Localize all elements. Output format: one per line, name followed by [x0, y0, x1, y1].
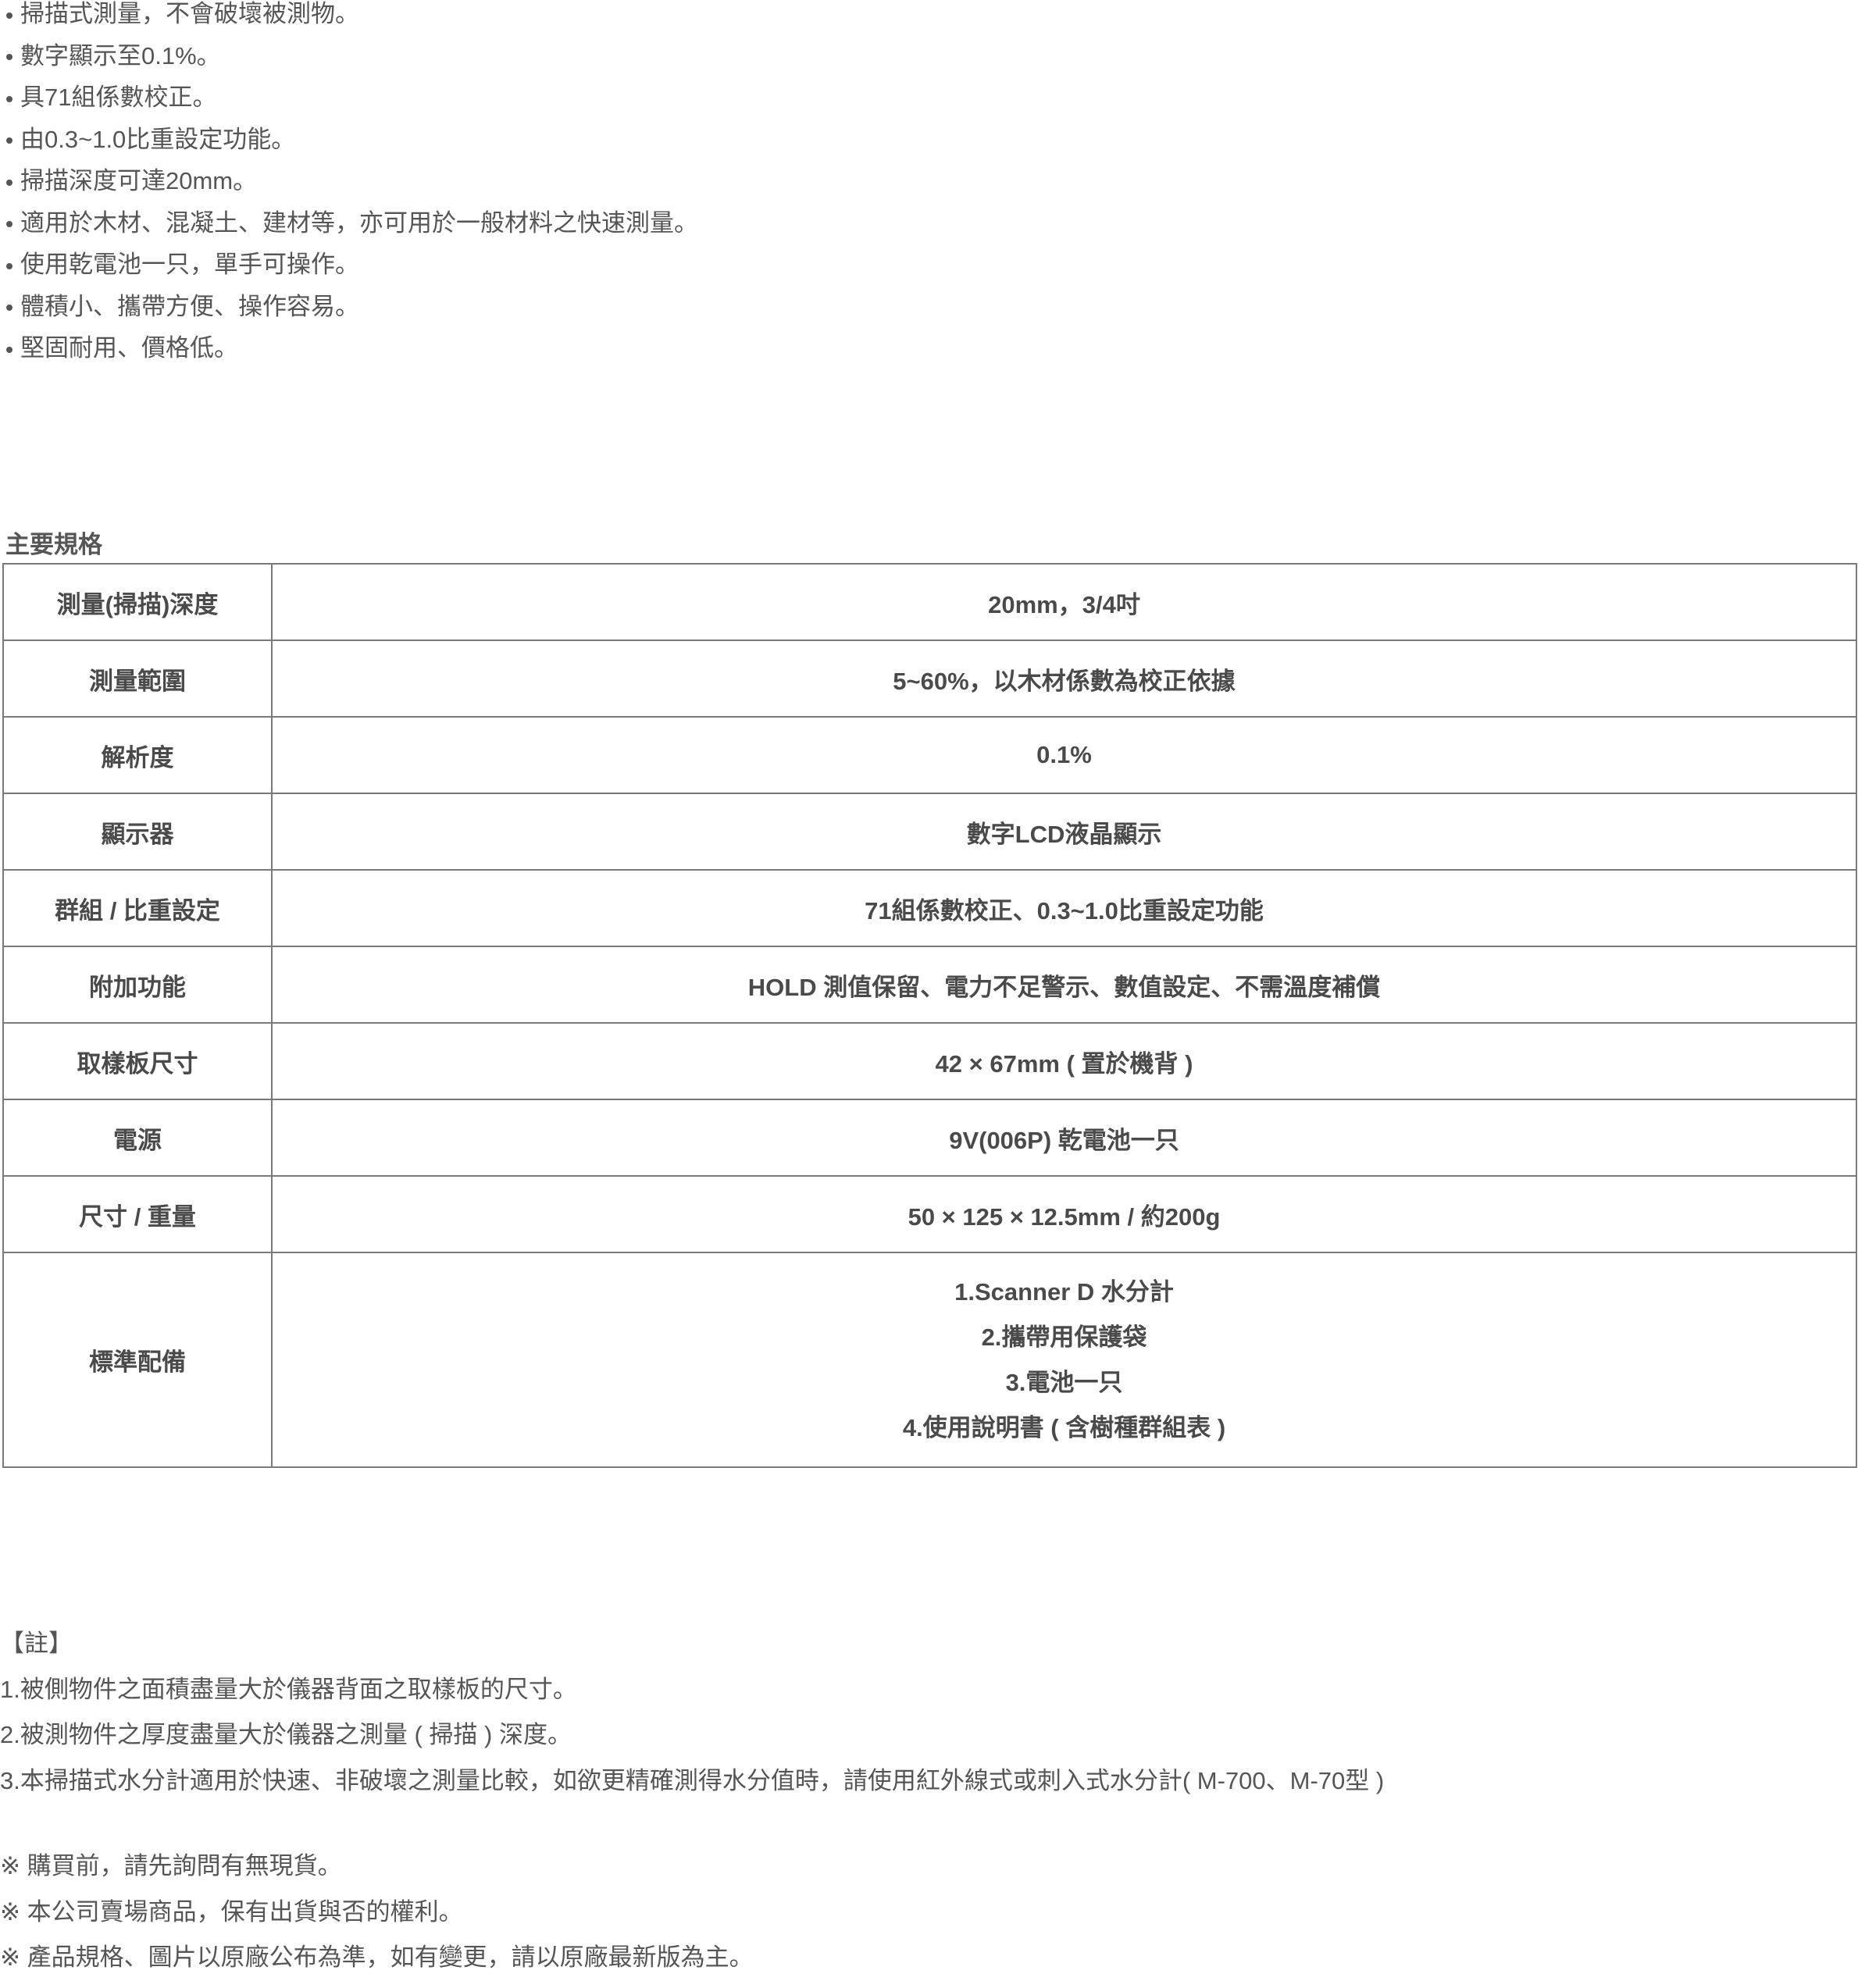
note-item: 2.被測物件之厚度盡量大於儀器之測量 ( 掃描 ) 深度。 — [0, 1721, 572, 1748]
bullet-dot-icon — [6, 179, 12, 186]
disclaimer-item: ※ 產品規格、圖片以原廠公布為準，如有變更，請以原廠最新版為主。 — [0, 1943, 754, 1971]
spec-label: 標準配備 — [2, 1252, 273, 1468]
note-item: 3.本掃描式水分計適用於快速、非破壞之測量比較，如欲更精確測得水分值時，請使用紅… — [0, 1766, 1385, 1794]
spec-label: 群組 / 比重設定 — [2, 869, 273, 947]
feature-list: 掃描式測量，不會破壞被測物。 數字顯示至0.1%。 具71組係數校正。 由0.3… — [6, 0, 698, 376]
bullet-dot-icon — [6, 305, 12, 312]
note-item: 1.被側物件之面積盡量大於儀器背面之取樣板的尺寸。 — [0, 1675, 577, 1703]
spec-value: 50 × 125 × 12.5mm / 約200g — [271, 1175, 1857, 1253]
spec-label: 取樣板尺寸 — [2, 1022, 273, 1100]
spec-value: 71組係數校正、0.3~1.0比重設定功能 — [271, 869, 1857, 947]
bullet-dot-icon — [6, 346, 12, 353]
spec-label: 測量(掃描)深度 — [2, 563, 273, 641]
spec-label: 測量範圍 — [2, 640, 273, 718]
spec-value: 42 × 67mm ( 置於機背 ) — [271, 1022, 1857, 1100]
accessory-item: 4.使用說明書 ( 含樹種群組表 ) — [902, 1413, 1226, 1441]
spec-value: 20mm，3/4吋 — [271, 563, 1857, 641]
spec-heading: 主要規格 — [5, 531, 102, 558]
spec-value: 5~60%，以木材係數為校正依據 — [271, 640, 1857, 718]
feature-text: 具71組係數校正。 — [20, 84, 217, 111]
feature-item: 體積小、攜帶方便、操作容易。 — [6, 293, 698, 335]
feature-text: 堅固耐用、價格低。 — [20, 334, 238, 362]
disclaimer-item: ※ 本公司賣場商品，保有出貨與否的權利。 — [0, 1897, 463, 1926]
bullet-dot-icon — [6, 137, 12, 144]
spec-label: 電源 — [2, 1099, 273, 1177]
disclaimer-item: ※ 購買前，請先詢問有無現貨。 — [0, 1852, 342, 1879]
feature-text: 數字顯示至0.1%。 — [20, 41, 221, 69]
spec-value: 9V(006P) 乾電池一只 — [271, 1099, 1857, 1177]
spec-value: HOLD 測值保留、電力不足警示、數值設定、不需溫度補償 — [271, 946, 1857, 1024]
feature-item: 掃描深度可達20mm。 — [6, 167, 698, 209]
feature-text: 體積小、攜帶方便、操作容易。 — [20, 292, 359, 320]
spec-value: 0.1% — [271, 716, 1857, 794]
table-row: 標準配備 1.Scanner D 水分計 2.攜帶用保護袋 3.電池一只 4.使… — [2, 1252, 1857, 1468]
table-row: 顯示器數字LCD液晶顯示 — [2, 793, 1857, 871]
notes-title: 【註】 — [0, 1630, 73, 1657]
spec-label: 解析度 — [2, 716, 273, 794]
accessory-item: 2.攜帶用保護袋 — [981, 1323, 1147, 1351]
feature-item: 使用乾電池一只，單手可操作。 — [6, 251, 698, 293]
feature-text: 使用乾電池一只，單手可操作。 — [20, 251, 359, 278]
feature-item: 由0.3~1.0比重設定功能。 — [6, 126, 698, 168]
spacer — [0, 1811, 1851, 1851]
accessory-item: 1.Scanner D 水分計 — [954, 1277, 1174, 1306]
feature-item: 數字顯示至0.1%。 — [6, 42, 698, 84]
accessory-item: 3.電池一只 — [1005, 1368, 1123, 1396]
feature-item: 具71組係數校正。 — [6, 84, 698, 126]
feature-text: 適用於木材、混凝土、建材等，亦可用於一般材料之快速測量。 — [20, 208, 698, 237]
bullet-dot-icon — [6, 54, 12, 61]
feature-text: 掃描式測量，不會破壞被測物。 — [20, 0, 359, 27]
notes-section: 【註】 1.被側物件之面積盡量大於儀器背面之取樣板的尺寸。 2.被測物件之厚度盡… — [0, 1628, 1851, 1988]
bullet-dot-icon — [6, 262, 12, 269]
spec-label: 尺寸 / 重量 — [2, 1175, 273, 1253]
spec-label: 附加功能 — [2, 946, 273, 1024]
feature-item: 堅固耐用、價格低。 — [6, 334, 698, 376]
bullet-dot-icon — [6, 12, 12, 19]
feature-text: 掃描深度可達20mm。 — [20, 167, 258, 194]
spec-label: 顯示器 — [2, 793, 273, 871]
feature-text: 由0.3~1.0比重設定功能。 — [20, 125, 296, 153]
spec-value: 數字LCD液晶顯示 — [271, 793, 1857, 871]
feature-item: 掃描式測量，不會破壞被測物。 — [6, 0, 698, 42]
spec-value-accessories: 1.Scanner D 水分計 2.攜帶用保護袋 3.電池一只 4.使用說明書 … — [271, 1252, 1857, 1468]
bullet-dot-icon — [6, 221, 12, 228]
feature-item: 適用於木材、混凝土、建材等，亦可用於一般材料之快速測量。 — [6, 209, 698, 251]
bullet-dot-icon — [6, 95, 12, 102]
